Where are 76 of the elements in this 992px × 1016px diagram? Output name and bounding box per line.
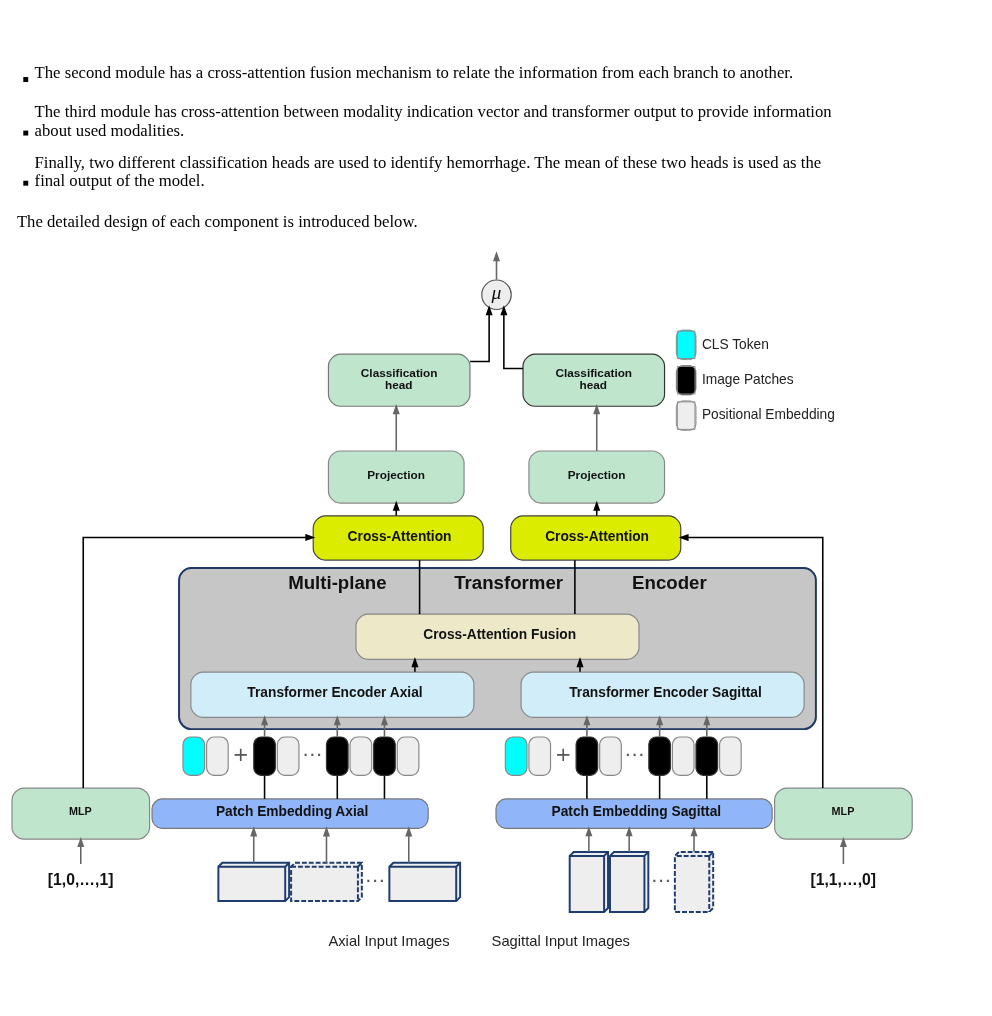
connector: [383, 774, 386, 800]
node-box: [671, 736, 695, 776]
label: +: [554, 743, 572, 767]
node-box: Transformer Encoder Sagittal: [520, 671, 805, 718]
node-box: [182, 736, 206, 776]
node-box: Cross-Attention Fusion: [355, 613, 640, 660]
label: The second module has a cross-attention fusion mechanism to relate the information from each branch to another.: [34, 63, 794, 83]
arrow: [392, 404, 400, 452]
connector: [336, 774, 339, 800]
node-box: [504, 736, 528, 776]
node-box: MLP: [774, 787, 913, 840]
arrow: [576, 657, 584, 673]
label: The third module has cross-attention between modality indication vector and transformer output to provide information about used modalities.: [34, 102, 832, 141]
node-box: [373, 736, 396, 776]
node-box: [648, 736, 672, 776]
node-box: MLP: [11, 787, 151, 840]
node-box: [253, 736, 276, 776]
arrow: [82, 533, 316, 789]
node-text: [1,0,…,1]: [47, 870, 114, 888]
arrow: [250, 826, 258, 864]
connector: [706, 774, 708, 800]
node-box: [206, 736, 229, 776]
node-box: [695, 736, 719, 776]
arrow: [392, 500, 400, 517]
label: Finally, two different classification heads are used to identify hemorrhage. The mean of these two heads is used as the final output of the model.: [34, 152, 822, 191]
legend-label: CLS Token: [701, 336, 769, 352]
node-text: [1,1,…,0]: [810, 870, 876, 888]
node-box: Cross-Attention: [510, 515, 682, 561]
label: Sagittal Input Images: [491, 932, 631, 949]
label: ⋯: [302, 743, 323, 767]
arrow: [322, 826, 330, 864]
node-box: Patch Embedding Axial: [151, 798, 429, 829]
node-box: Classification head: [327, 353, 471, 407]
arrow: [500, 305, 524, 370]
connector: [586, 774, 588, 800]
legend-label: Image Patches: [701, 371, 794, 387]
arrow: [77, 837, 85, 865]
connector: [658, 774, 661, 800]
label: ⋯: [624, 743, 645, 767]
node-box: [276, 736, 300, 776]
node-circle: μ: [481, 279, 512, 311]
node-box: Cross-Attention: [312, 515, 484, 561]
node-box: [528, 736, 552, 776]
arrow: [469, 305, 493, 363]
arrow: [593, 500, 601, 517]
label: ⋯: [365, 868, 385, 892]
node-box: [599, 736, 622, 776]
node-box: [575, 736, 599, 776]
arrow: [625, 826, 633, 853]
arrow: [333, 715, 341, 738]
arrow: [411, 657, 419, 673]
arrow: [492, 251, 500, 281]
node-box: [396, 736, 420, 776]
label: Axial Input Images: [328, 932, 450, 949]
connector: [263, 774, 266, 800]
node-box: Projection: [327, 450, 465, 504]
arrow: [593, 404, 601, 452]
node-box: Transformer Encoder Axial: [190, 671, 475, 718]
node-box: Patch Embedding Sagittal: [495, 798, 773, 829]
connector: [574, 559, 576, 615]
connector: [418, 559, 421, 615]
arrow: [583, 715, 591, 738]
arrow: [405, 826, 413, 864]
node-box: Projection: [528, 450, 666, 504]
node-box: Classification head: [522, 353, 666, 407]
arrow: [678, 533, 824, 789]
node-box: [719, 736, 742, 776]
arrow: [703, 715, 711, 738]
node-box: [349, 736, 373, 776]
arrow: [690, 826, 698, 853]
node-box: [325, 736, 349, 776]
arrow: [585, 826, 593, 853]
label: The detailed design of each component is introduced below.: [16, 211, 418, 231]
label: +: [232, 743, 250, 767]
label: ⋯: [651, 868, 671, 892]
legend-label: Positional Embedding: [701, 407, 835, 423]
